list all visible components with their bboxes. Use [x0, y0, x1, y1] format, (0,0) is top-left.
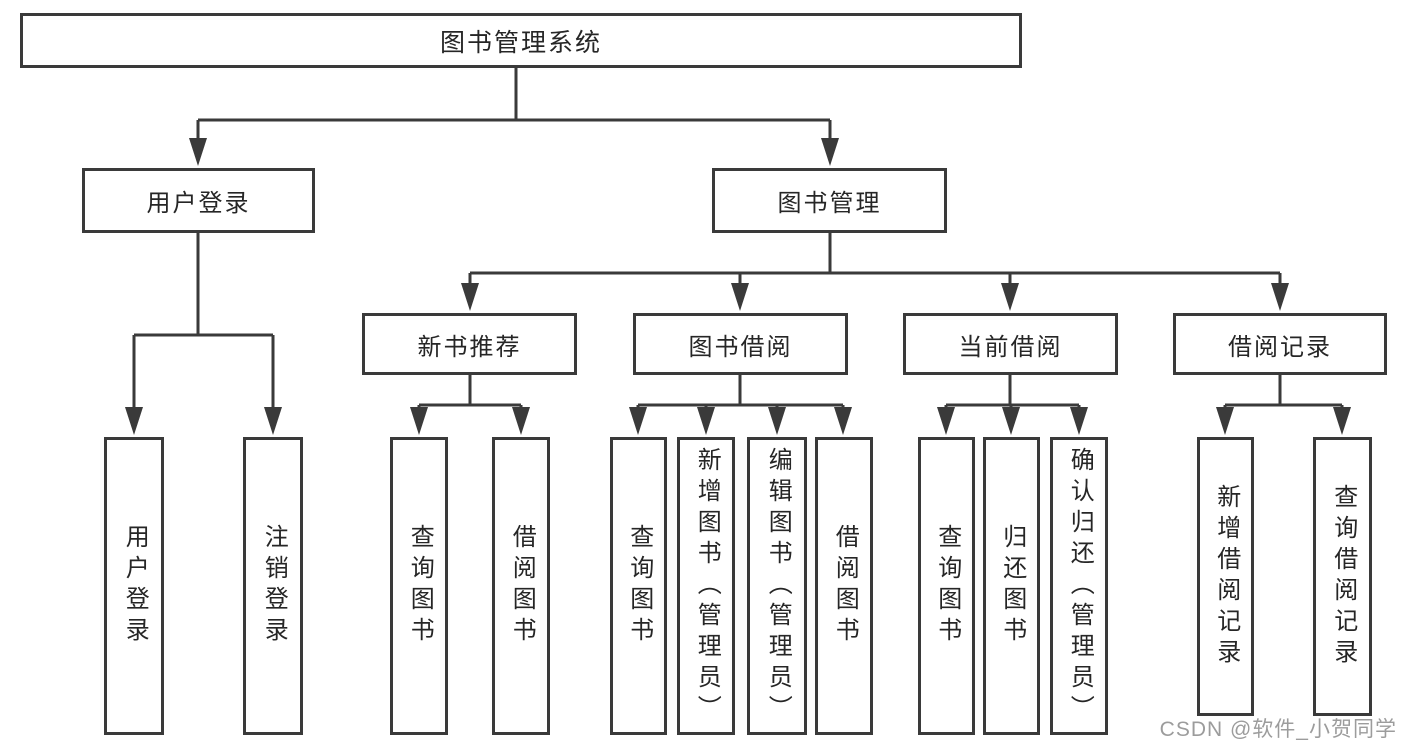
node-root-label: 图书管理系统	[439, 28, 602, 57]
leaf-query-books-recommend: 查询图书	[390, 437, 448, 735]
leaf-query-borrow-record-label: 查询借阅记录	[1329, 483, 1357, 670]
node-book-borrow: 图书借阅	[633, 313, 848, 375]
leaf-borrow-books-borrow: 借阅图书	[815, 437, 873, 735]
node-user-login-label: 用户登录	[146, 190, 251, 217]
leaf-borrow-books-borrow-label: 借阅图书	[831, 524, 859, 648]
leaf-query-books-current: 查询图书	[918, 437, 975, 735]
leaf-logout-login: 注销登录	[243, 437, 303, 735]
leaf-borrow-books-recommend-label: 借阅图书	[508, 524, 536, 648]
leaf-edit-book-admin: 编辑图书（管理员）	[747, 437, 807, 735]
node-current-borrow-label: 当前借阅	[958, 333, 1063, 361]
node-new-book-recommend-label: 新书推荐	[417, 333, 522, 361]
leaf-query-borrow-record: 查询借阅记录	[1313, 437, 1372, 716]
node-book-management-label: 图书管理	[777, 190, 882, 217]
leaf-add-book-admin-label: 新增图书（管理员）	[693, 446, 721, 726]
connector-user-login-to-leaves	[125, 233, 282, 435]
node-new-book-recommend: 新书推荐	[362, 313, 577, 375]
leaf-query-books-borrow-label: 查询图书	[625, 524, 653, 648]
node-root: 图书管理系统	[20, 13, 1022, 68]
node-user-login: 用户登录	[82, 168, 315, 233]
node-current-borrow: 当前借阅	[903, 313, 1118, 375]
node-book-borrow-label: 图书借阅	[688, 333, 793, 361]
leaf-add-borrow-record: 新增借阅记录	[1197, 437, 1254, 716]
leaf-edit-book-admin-label: 编辑图书（管理员）	[764, 446, 792, 726]
leaf-user-login: 用户登录	[104, 437, 164, 735]
leaf-query-books-current-label: 查询图书	[933, 524, 961, 648]
connector-root-to-level2	[189, 68, 839, 166]
leaf-add-book-admin: 新增图书（管理员）	[677, 437, 735, 735]
leaf-return-books-label: 归还图书	[998, 524, 1026, 648]
leaf-borrow-books-recommend: 借阅图书	[492, 437, 550, 735]
leaf-query-books-borrow: 查询图书	[610, 437, 667, 735]
leaf-user-login-label: 用户登录	[121, 524, 149, 648]
node-borrow-records-label: 借阅记录	[1228, 333, 1332, 361]
leaf-logout-login-label: 注销登录	[260, 524, 288, 648]
leaf-confirm-return-admin: 确认归还（管理员）	[1050, 437, 1108, 735]
csdn-watermark: CSDN @软件_小贺同学	[1159, 718, 1397, 741]
leaf-query-books-recommend-label: 查询图书	[406, 524, 434, 648]
node-book-management: 图书管理	[712, 168, 947, 233]
node-borrow-records: 借阅记录	[1173, 313, 1387, 375]
connector-book-management-to-level3	[461, 233, 1289, 311]
leaf-confirm-return-admin-label: 确认归还（管理员）	[1066, 446, 1094, 726]
leaf-add-borrow-record-label: 新增借阅记录	[1212, 483, 1240, 670]
leaf-return-books: 归还图书	[983, 437, 1040, 735]
connector-level3-to-leaves	[410, 375, 1351, 435]
